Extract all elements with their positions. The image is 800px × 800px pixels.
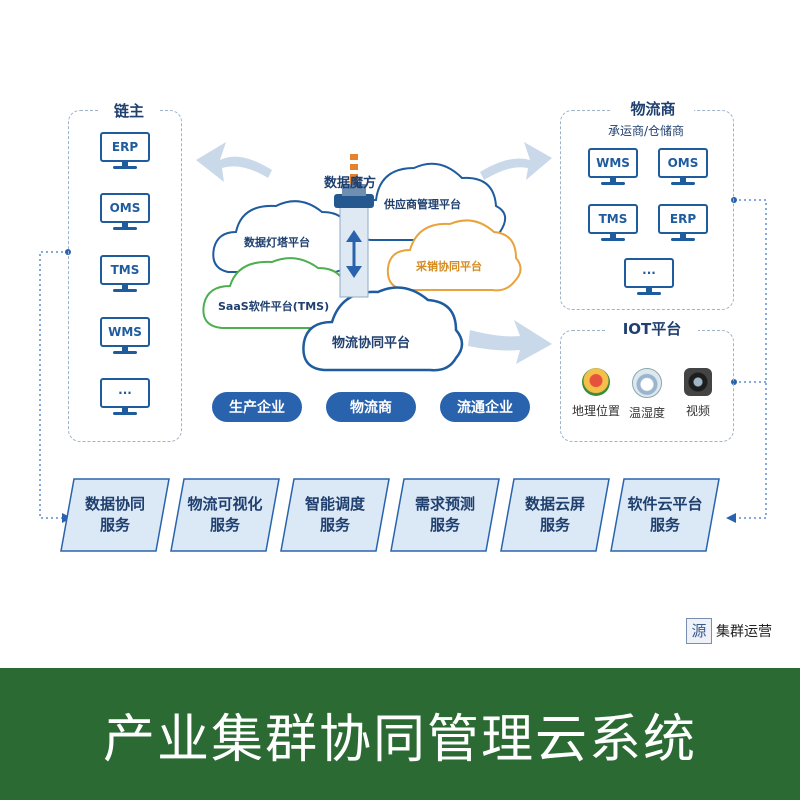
watermark: 源 集群运营 bbox=[686, 616, 772, 646]
iot-item-label: 温湿度 bbox=[628, 406, 665, 420]
seal-icon: 源 bbox=[686, 618, 712, 644]
monitor-label: OMS bbox=[100, 193, 150, 223]
cloud-label-logistics: 物流协同平台 bbox=[332, 336, 411, 351]
location-pin-icon bbox=[582, 368, 610, 396]
tower-label: 数据魔方 bbox=[324, 176, 377, 191]
monitor-label: TMS bbox=[588, 204, 638, 234]
service-line1: 软件云平台 bbox=[627, 495, 703, 513]
service-intelligent-dispatch: 智能调度服务 bbox=[280, 478, 390, 552]
service-line1: 数据协同 bbox=[84, 495, 145, 513]
cloud-label-saas: SaaS软件平台(TMS) bbox=[218, 300, 330, 313]
service-line1: 数据云屏 bbox=[524, 495, 585, 513]
service-line1: 智能调度 bbox=[304, 495, 365, 513]
service-line2: 服务 bbox=[209, 516, 240, 534]
service-logistics-visualization: 物流可视化服务 bbox=[170, 478, 280, 552]
service-line2: 服务 bbox=[539, 516, 570, 534]
iot-item-temperature: 温湿度 bbox=[617, 368, 677, 421]
right-monitor-wms: WMS bbox=[588, 148, 638, 185]
service-line2: 服务 bbox=[99, 516, 130, 534]
pill-distribution: 流通企业 bbox=[440, 392, 530, 422]
logistics-provider-subtitle: 承运商/仓储商 bbox=[607, 124, 685, 138]
pill-logistics: 物流商 bbox=[326, 392, 416, 422]
monitor-label: ERP bbox=[658, 204, 708, 234]
chain-owner-title: 链主 bbox=[98, 100, 160, 121]
service-line2: 服务 bbox=[429, 516, 460, 534]
right-monitor-tms: TMS bbox=[588, 204, 638, 241]
monitor-label: OMS bbox=[658, 148, 708, 178]
iot-item-location: 地理位置 bbox=[566, 368, 626, 419]
cloud-purchase bbox=[386, 219, 522, 292]
right-monitor-more: ··· bbox=[624, 258, 674, 295]
monitor-label: ··· bbox=[624, 258, 674, 288]
service-data-cloud-screen: 数据云屏服务 bbox=[500, 478, 610, 552]
title-banner: 产业集群协同管理云系统 bbox=[0, 668, 800, 800]
monitor-label: WMS bbox=[100, 317, 150, 347]
left-monitor-erp: ERP bbox=[100, 132, 150, 169]
service-line2: 服务 bbox=[319, 516, 350, 534]
right-monitor-oms: OMS bbox=[658, 148, 708, 185]
watermark-text: 集群运营 bbox=[716, 624, 772, 640]
left-monitor-oms: OMS bbox=[100, 193, 150, 230]
monitor-label: WMS bbox=[588, 148, 638, 178]
monitor-label: ··· bbox=[100, 378, 150, 408]
right-monitor-erp: ERP bbox=[658, 204, 708, 241]
monitor-label: ERP bbox=[100, 132, 150, 162]
cloud-logistics bbox=[302, 286, 464, 372]
service-data-collaboration: 数据协同服务 bbox=[60, 478, 170, 552]
service-software-cloud-platform: 软件云平台服务 bbox=[610, 478, 720, 552]
service-demand-forecast: 需求预测服务 bbox=[390, 478, 500, 552]
left-monitor-wms: WMS bbox=[100, 317, 150, 354]
service-line1: 需求预测 bbox=[414, 495, 475, 513]
monitor-label: TMS bbox=[100, 255, 150, 285]
iot-item-video: 视频 bbox=[668, 368, 728, 419]
thermometer-gauge-icon bbox=[632, 368, 662, 398]
service-line2: 服务 bbox=[649, 516, 680, 534]
pill-manufacturer: 生产企业 bbox=[212, 392, 302, 422]
service-line1: 物流可视化 bbox=[187, 495, 263, 513]
left-monitor-tms: TMS bbox=[100, 255, 150, 292]
logistics-provider-title: 物流商 bbox=[612, 98, 694, 119]
camera-icon bbox=[684, 368, 712, 396]
banner-title: 产业集群协同管理云系统 bbox=[102, 709, 697, 770]
cloud-label-purchase: 采销协同平台 bbox=[416, 260, 482, 273]
cloud-label-lighthouse: 数据灯塔平台 bbox=[244, 236, 310, 249]
cloud-label-supplier: 供应商管理平台 bbox=[384, 198, 461, 211]
iot-item-label: 视频 bbox=[685, 404, 710, 418]
iot-item-label: 地理位置 bbox=[571, 404, 620, 418]
iot-panel-title: IOT平台 bbox=[606, 318, 698, 339]
left-monitor-more: ··· bbox=[100, 378, 150, 415]
tower-top bbox=[334, 194, 374, 208]
